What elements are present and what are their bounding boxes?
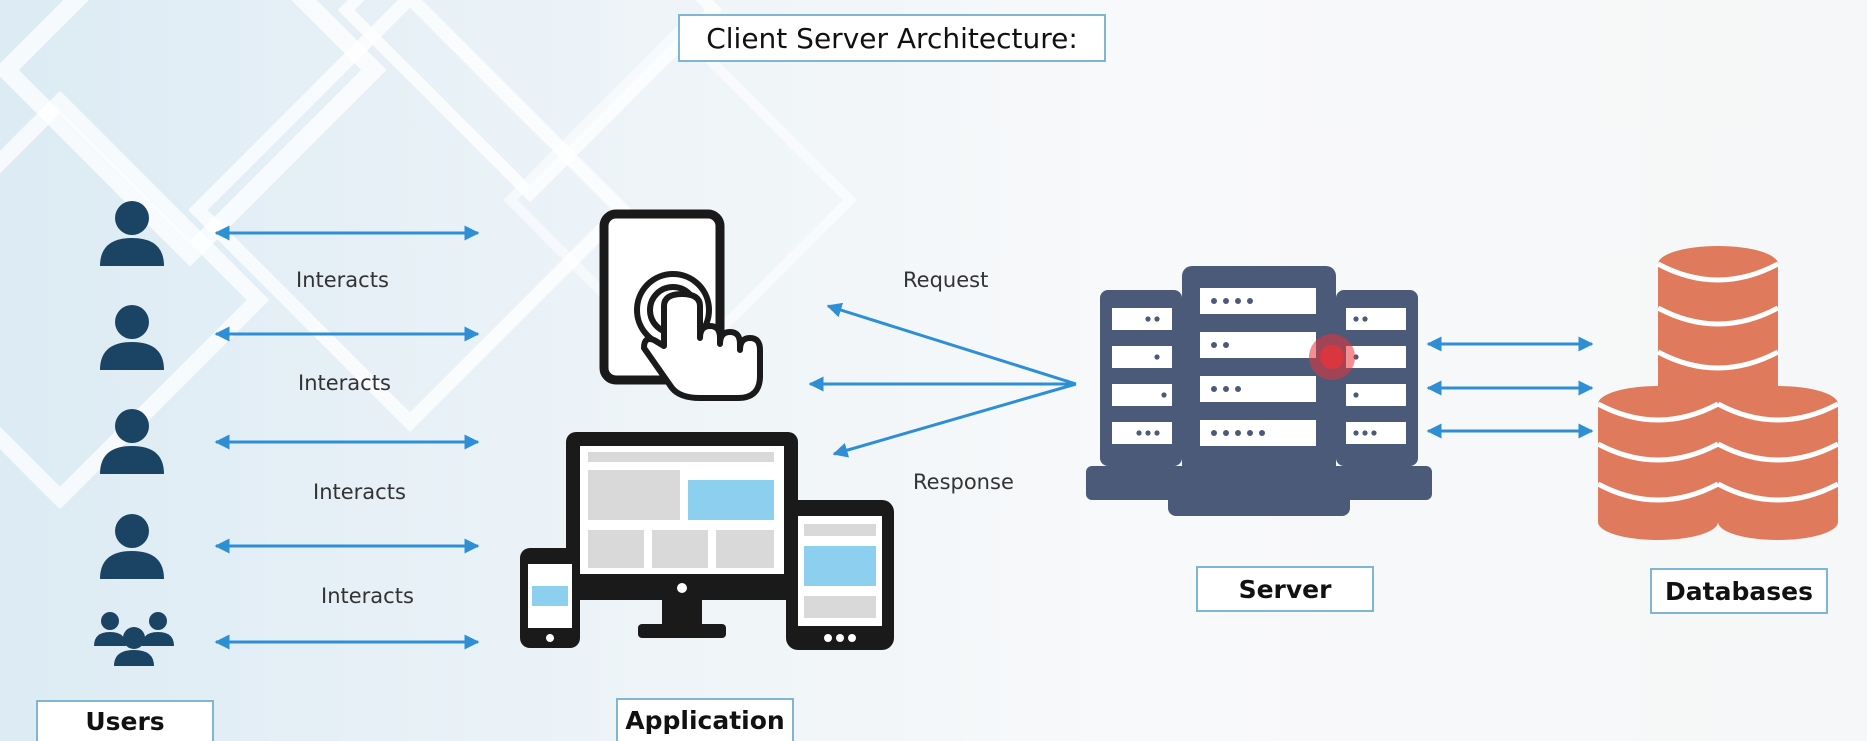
tablet-touch-icon	[599, 209, 763, 401]
user-group-icon	[94, 612, 174, 666]
background-pattern	[0, 0, 857, 510]
database-icon	[1716, 386, 1840, 540]
user-icon	[100, 409, 164, 474]
interacts-label: Interacts	[298, 371, 391, 395]
users-label: Users	[36, 700, 214, 741]
database-icon	[1596, 386, 1720, 540]
phone-icon	[520, 548, 580, 648]
server-database-arrows	[1426, 336, 1594, 439]
tablet-icon	[786, 500, 894, 650]
interaction-arrows	[214, 225, 480, 650]
user-icon	[100, 201, 164, 266]
server-label: Server	[1196, 566, 1374, 612]
diagram-title: Client Server Architecture:	[678, 14, 1106, 62]
response-label: Response	[913, 470, 1014, 494]
request-response-arrows	[808, 302, 1077, 458]
user-icon	[100, 514, 164, 579]
application-label: Application	[616, 698, 794, 741]
interacts-label: Interacts	[313, 480, 406, 504]
database-icon	[1656, 246, 1780, 412]
interacts-label: Interacts	[296, 268, 389, 292]
response-arrow	[832, 382, 1077, 458]
user-icon	[100, 305, 164, 370]
databases-label: Databases	[1650, 568, 1828, 614]
pointer-highlight-core	[1320, 345, 1344, 369]
users-column	[94, 201, 174, 666]
request-label: Request	[903, 268, 989, 292]
interacts-label: Interacts	[321, 584, 414, 608]
monitor-icon	[566, 432, 798, 638]
request-arrow	[826, 302, 1077, 386]
server-rack-icon	[1086, 266, 1432, 516]
